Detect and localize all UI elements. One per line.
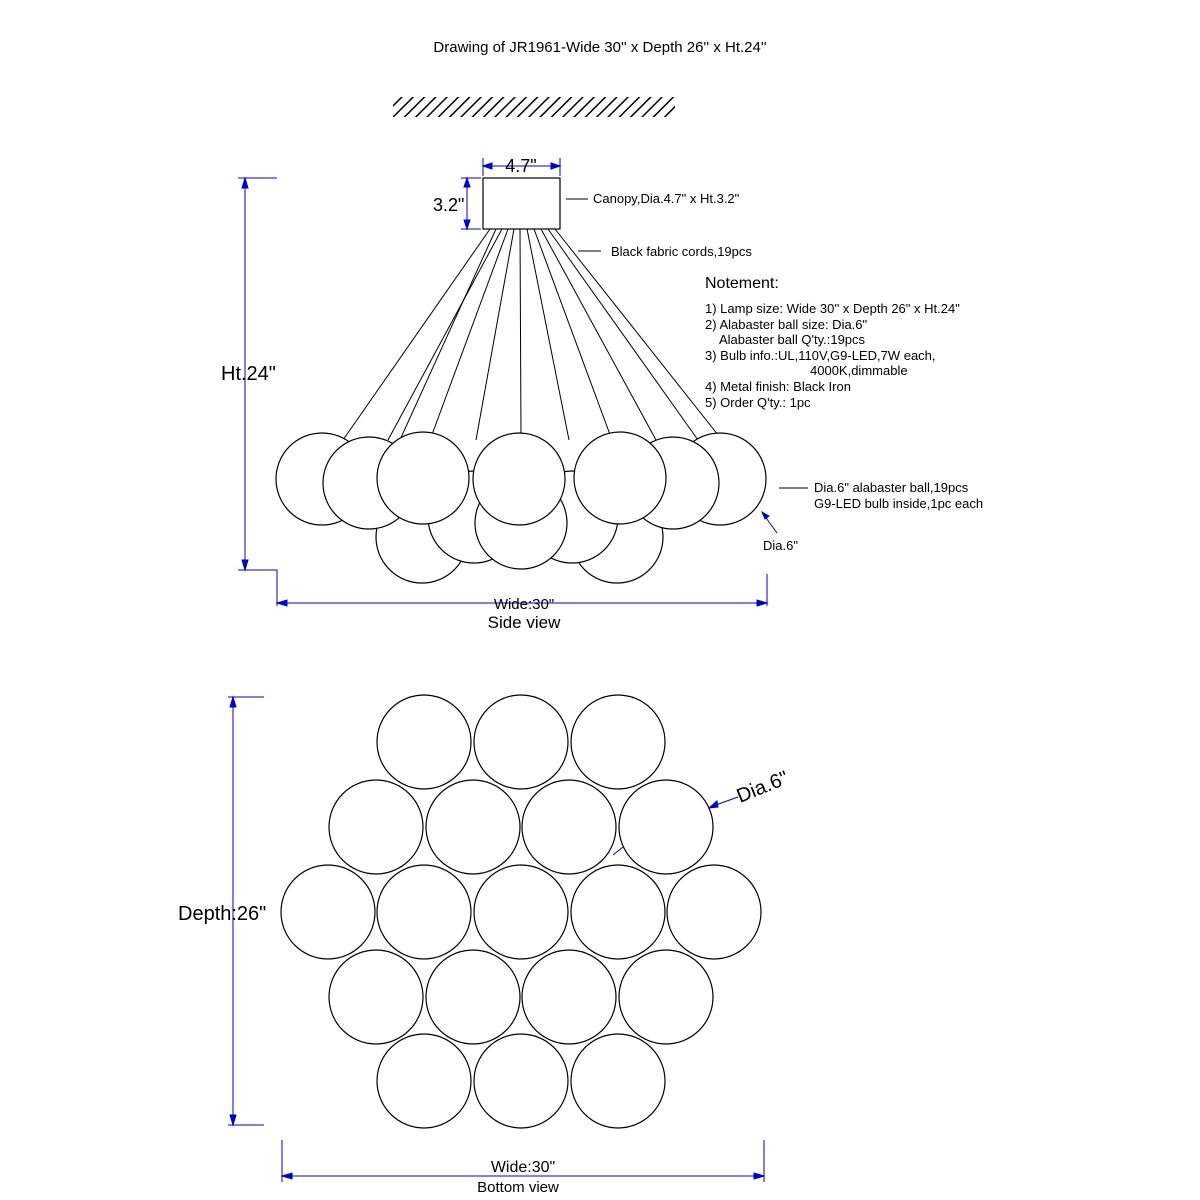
note-line: Alabaster ball Q'ty.:19pcs	[719, 332, 866, 347]
bottom-width-dimension	[280, 1140, 766, 1182]
note-line: 1) Lamp size: Wide 30'' x Depth 26" x Ht…	[705, 301, 960, 316]
canopy-width-label: 4.7"	[505, 156, 536, 176]
bottom-ball	[618, 779, 714, 875]
bottom-ball	[570, 864, 666, 960]
canopy	[482, 177, 561, 230]
bottom-ball	[473, 864, 569, 960]
bottom-width-label: Wide:30"	[491, 1159, 555, 1176]
bottom-ball	[376, 694, 472, 790]
side-width-label: Wide:30"	[494, 596, 554, 613]
depth-dimension	[228, 695, 264, 1127]
bottom-view-caption: Bottom view	[477, 1179, 559, 1196]
bottom-ball	[473, 1033, 569, 1129]
note-line: 2) Alabaster ball size: Dia.6"	[705, 317, 868, 332]
notes-heading: Notement:	[705, 275, 779, 292]
side-dia-arrow	[760, 510, 778, 534]
side-view: 4.7" 3.2" Canopy,Dia.4.7" x Ht.3.2" Blac…	[221, 156, 983, 632]
ball-label-line2: G9-LED bulb inside,1pc each	[814, 496, 983, 511]
side-view-balls	[275, 431, 767, 584]
fabric-cords	[342, 228, 723, 489]
bottom-ball	[618, 949, 714, 1045]
note-line: 4) Metal finish: Black Iron	[705, 379, 851, 394]
bottom-ball	[376, 1033, 472, 1129]
bottom-ball	[328, 779, 424, 875]
bottom-ball	[570, 1033, 666, 1129]
bottom-dia-label: Dia.6"	[734, 767, 792, 808]
ceiling-hatch	[393, 97, 675, 117]
note-line: 4000K,dimmable	[810, 363, 908, 378]
depth-label: Depth:26"	[178, 903, 266, 925]
canopy-height-dimension	[461, 176, 481, 231]
cords-label: Black fabric cords,19pcs	[611, 244, 752, 259]
bottom-ball	[666, 864, 762, 960]
side-view-caption: Side view	[488, 613, 561, 632]
canopy-label: Canopy,Dia.4.7" x Ht.3.2"	[593, 191, 740, 206]
ball-label-line1: Dia.6" alabaster ball,19pcs	[814, 480, 969, 495]
bottom-ball	[473, 694, 569, 790]
side-width-dimension	[240, 569, 769, 607]
drawing-title: Drawing of JR1961-Wide 30'' x Depth 26''…	[433, 39, 766, 56]
bottom-ball	[521, 949, 617, 1045]
bottom-view: Depth:26" Wide:30" Bottom view Dia.6"	[178, 694, 792, 1196]
bottom-view-balls	[280, 694, 762, 1129]
notes: Notement: 1) Lamp size: Wide 30'' x Dept…	[705, 275, 960, 410]
note-line: 5) Order Q'ty.: 1pc	[705, 395, 811, 410]
bottom-ball	[376, 864, 472, 960]
bottom-ball	[280, 864, 376, 960]
bottom-dia-arrow	[612, 796, 739, 856]
side-dia-label: Dia.6"	[763, 538, 798, 553]
bottom-ball	[521, 779, 617, 875]
bottom-ball	[570, 694, 666, 790]
note-line: 3) Bulb info.:UL,110V,G9-LED,7W each,	[705, 348, 936, 363]
bottom-ball	[425, 779, 521, 875]
height-label: Ht.24"	[221, 363, 276, 385]
canopy-width-dimension	[481, 158, 562, 176]
bottom-ball	[425, 949, 521, 1045]
bottom-ball	[328, 949, 424, 1045]
canopy-height-label: 3.2"	[433, 195, 464, 215]
